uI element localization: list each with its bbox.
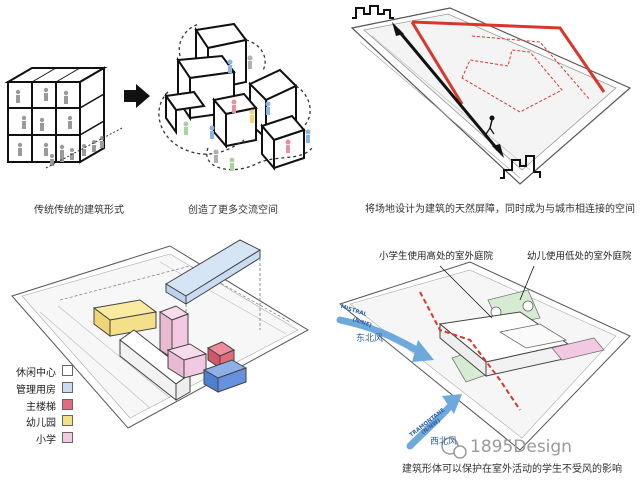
site-plan-top-right	[350, 5, 632, 185]
courtyard-people-row	[45, 127, 123, 169]
circulation-dashed-paths	[158, 23, 313, 171]
wind-label-northeast: 东北风	[356, 334, 384, 344]
legend-label-stair: 主楼梯	[26, 402, 56, 413]
legend-label-primary: 小学	[36, 435, 56, 446]
traditional-building-drawing	[4, 66, 108, 164]
caption-screen: 将场地设计为建筑的天然屏障，同时成为与城市相连接的空间	[365, 204, 635, 215]
legend-swatch-kindergarten	[62, 415, 73, 426]
annotation-kinder-courtyard: 幼儿使用低处的室外庭院	[527, 251, 632, 262]
caption-wind-protect: 建筑形体可以保护在室外活动的学生不受风的影响	[402, 464, 622, 475]
watermark-text: 1895Design	[470, 437, 572, 457]
legend-label-leisure: 休闲中心	[16, 368, 56, 379]
legend-label-kindergarten: 幼儿园	[26, 418, 56, 429]
people-figures-grid	[15, 87, 73, 158]
legend-swatch-leisure	[62, 365, 73, 376]
legend-swatch-stair	[62, 399, 73, 410]
wind-diagram	[336, 261, 631, 451]
legend-swatch-admin	[62, 382, 73, 393]
transition-arrow	[124, 84, 150, 108]
caption-traditional: 传统传统的建筑形式	[34, 205, 124, 216]
annotation-primary-courtyard: 小学生使用高处的室外庭院	[379, 251, 494, 262]
scattered-cubes-drawing	[164, 22, 306, 171]
legend-label-admin: 管理用房	[16, 385, 56, 396]
caption-communication: 创造了更多交流空间	[188, 205, 278, 216]
wind-label-northwest: 西北风	[430, 437, 458, 447]
colored-people	[183, 55, 311, 171]
legend-swatch-primary	[62, 432, 73, 443]
wechat-icon	[441, 437, 467, 459]
massing-model	[11, 239, 310, 429]
